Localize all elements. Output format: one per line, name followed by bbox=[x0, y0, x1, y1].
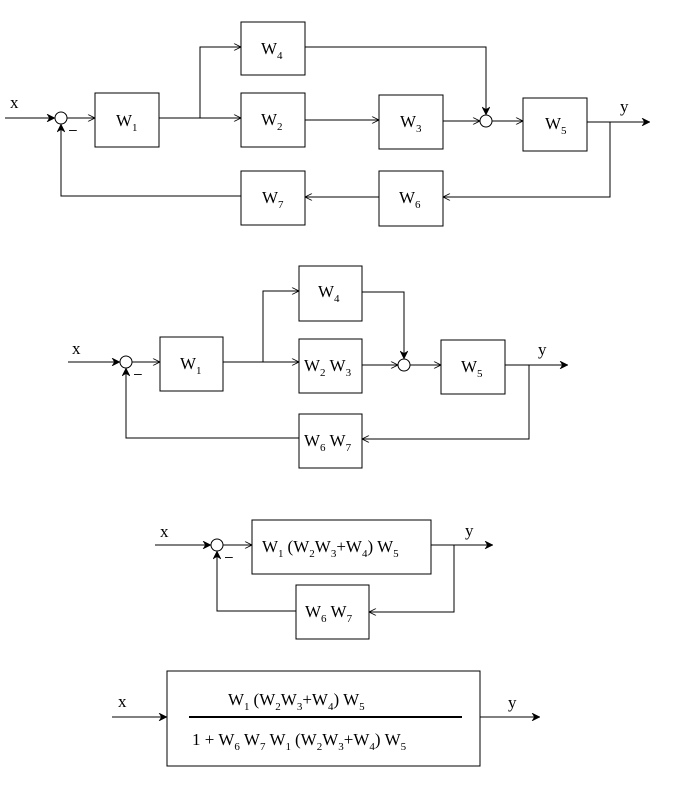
block-w5-label: W5 bbox=[545, 114, 567, 137]
block-w3 bbox=[378, 94, 444, 150]
block-transfer-function bbox=[166, 670, 481, 767]
block-w1-label: W1 bbox=[116, 111, 138, 134]
block-w7 bbox=[240, 170, 306, 226]
block-w3-label: W3 bbox=[400, 112, 422, 135]
numerator: W1(W2W3+W4)W5 bbox=[228, 690, 365, 713]
input-signal-label: x bbox=[160, 522, 169, 541]
output-signal-label: y bbox=[538, 340, 547, 359]
block-w4 bbox=[240, 21, 306, 76]
block-w2w3 bbox=[298, 338, 363, 394]
summing-junction-1 bbox=[54, 111, 68, 125]
block-w1 bbox=[94, 92, 160, 148]
feedback-wire bbox=[126, 368, 299, 439]
block-w7-label: W7 bbox=[262, 188, 284, 211]
block-w1-label: W1 bbox=[180, 354, 202, 377]
output-signal-label: y bbox=[620, 97, 629, 116]
block-w4 bbox=[298, 265, 363, 322]
feedback-wire bbox=[362, 365, 530, 439]
summing-junction-2 bbox=[479, 114, 493, 128]
block-w4-label: W4 bbox=[261, 39, 283, 62]
block-w1 bbox=[159, 336, 224, 392]
output-signal-label: y bbox=[508, 693, 517, 712]
feedback-wire bbox=[61, 124, 241, 197]
minus-sign: – bbox=[69, 121, 77, 137]
input-signal-label: x bbox=[118, 692, 127, 711]
block-w6-label: W6 bbox=[399, 188, 421, 211]
block-forward bbox=[251, 519, 432, 575]
block-w4-label: W4 bbox=[318, 282, 340, 305]
branch-wire bbox=[199, 47, 241, 118]
wire bbox=[362, 291, 404, 359]
summing-junction-2 bbox=[397, 358, 411, 372]
block-w6 bbox=[378, 170, 444, 227]
minus-sign: – bbox=[225, 548, 233, 564]
block-w2 bbox=[240, 92, 306, 148]
output-signal-label: y bbox=[465, 521, 474, 540]
feedback-wire bbox=[443, 122, 611, 197]
summing-junction-1 bbox=[119, 355, 133, 369]
block-w2-label: W2 bbox=[261, 110, 283, 133]
block-feedback bbox=[295, 584, 370, 640]
block-w5-label: W5 bbox=[461, 357, 483, 380]
summing-junction bbox=[210, 538, 224, 552]
minus-sign: – bbox=[134, 365, 142, 381]
input-signal-label: x bbox=[72, 339, 81, 358]
feedback-wire bbox=[369, 545, 455, 612]
branch-wire bbox=[262, 291, 299, 362]
feedback-wire bbox=[217, 551, 296, 612]
block-w6w7 bbox=[298, 413, 363, 469]
diagram-original: x – W1 W4 W2 W3 W5 y W6 W7 bbox=[5, 21, 650, 227]
block-w5 bbox=[522, 97, 588, 152]
block-w5 bbox=[440, 339, 506, 395]
input-signal-label: x bbox=[10, 93, 19, 112]
wire bbox=[305, 46, 486, 115]
block-forward-label: W1(W2W3+W4)W5 bbox=[262, 537, 399, 560]
